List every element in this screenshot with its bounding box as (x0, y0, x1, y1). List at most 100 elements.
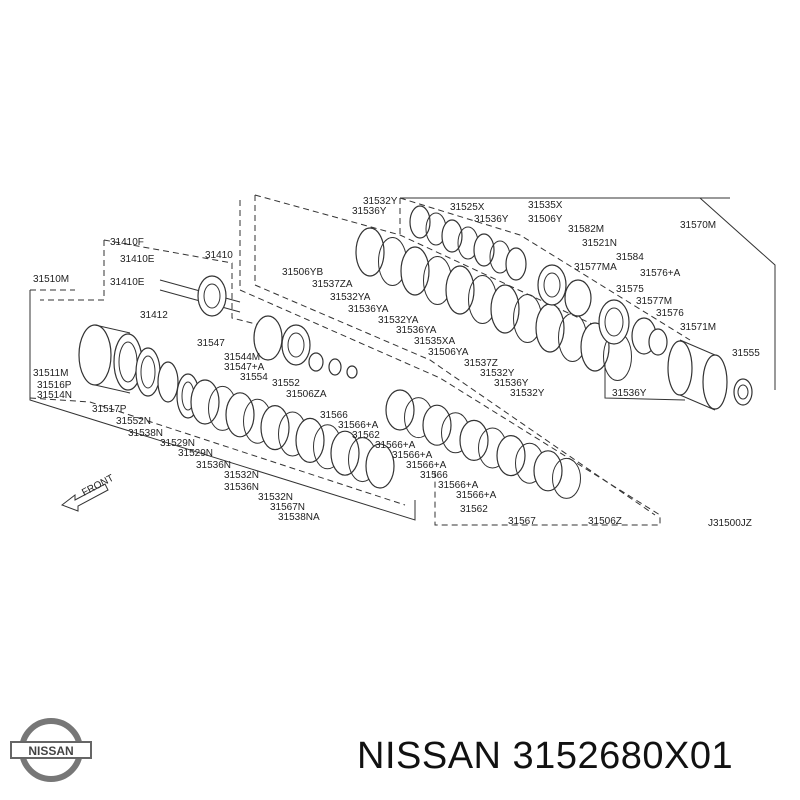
part-label: 31511M (33, 368, 68, 379)
part-label: 31538NA (278, 512, 320, 523)
part-label: 31566 (420, 470, 448, 481)
part-label: 31567 (508, 516, 536, 527)
part-label: 31514N (37, 390, 72, 401)
part-label: 31410E (110, 277, 145, 288)
part-labels: 31510M 31410F 31410E 31410E 31410 31412 31547 3… (33, 196, 760, 527)
part-label: 31571M (680, 322, 716, 333)
part-label: 31532YA (330, 292, 371, 303)
clutch-stack-lower (385, 389, 581, 499)
clutch-stack-upper (355, 227, 632, 381)
part-label: 31552 (272, 378, 300, 389)
part-label: 31517P (92, 404, 127, 415)
part-label: 31536Y (612, 388, 647, 399)
part-label: 31566 (320, 410, 348, 421)
clutch-ring (365, 443, 395, 489)
part-label: 31506YA (428, 347, 469, 358)
part-label: 31410F (110, 237, 144, 248)
clutch-ring (225, 392, 255, 438)
part-label: 31547 (197, 338, 225, 349)
part-label: 31535X (528, 200, 563, 211)
part-label: 31566+A (338, 420, 379, 431)
part-label: 31537Z (464, 358, 498, 369)
clutch-ring (552, 457, 581, 499)
clutch-ring (190, 379, 220, 425)
part-label: 31566+A (406, 460, 447, 471)
part-label: 31529N (160, 438, 195, 449)
nissan-logo-text: NISSAN (28, 744, 73, 758)
caption-part-number: 3152680X01 (512, 735, 734, 777)
part-label: 31536YA (348, 304, 389, 315)
part-label: 31547+A (224, 362, 265, 373)
clutch-ring (260, 405, 290, 451)
part-label: 31576 (656, 308, 684, 319)
clutch-ring (422, 404, 452, 446)
clutch-ring (355, 227, 385, 277)
clutch-ring (490, 284, 520, 334)
clutch-ring (496, 435, 526, 477)
part-label: 31536YA (396, 325, 437, 336)
part-label: 31536Y (494, 378, 529, 389)
part-label: 31506Y (528, 214, 563, 225)
part-label: 31566+A (375, 440, 416, 451)
part-label: 31566+A (456, 490, 497, 501)
clutch-stack-top (409, 205, 527, 281)
part-label: 31575 (616, 284, 644, 295)
part-label: 31536Y (352, 206, 387, 217)
part-label: 31535XA (414, 336, 455, 347)
part-label: 31555 (732, 348, 760, 359)
part-label: 31554 (240, 372, 268, 383)
part-label: 31570M (680, 220, 716, 231)
part-label: 31538N (128, 428, 163, 439)
clutch-ring (473, 233, 495, 267)
part-label: 31536N (196, 460, 231, 471)
part-label: 31506ZA (286, 389, 327, 400)
part-label: 31532N (224, 470, 259, 481)
part-label: 31532Y (363, 196, 398, 207)
part-label: 31566+A (392, 450, 433, 461)
part-label: 31532N (258, 492, 293, 503)
part-label: 31584 (616, 252, 644, 263)
part-label: 31532YA (378, 315, 419, 326)
clutch-ring (533, 450, 563, 492)
clutch-stack-left (190, 379, 395, 489)
part-label: 31577MA (574, 262, 617, 273)
part-label: 31536Y (474, 214, 509, 225)
part-label: 31525X (450, 202, 485, 213)
diagram-linework (29, 194, 776, 526)
part-label: 31544M (224, 352, 260, 363)
diagram-code: J31500JZ (708, 518, 752, 529)
clutch-ring (330, 430, 360, 476)
part-label: 31506YB (282, 267, 323, 278)
part-label: 31562 (460, 504, 488, 515)
nissan-logo: NISSAN (10, 718, 92, 782)
part-label: 31562 (352, 430, 380, 441)
clutch-ring (295, 417, 325, 463)
part-label: 31532Y (510, 388, 545, 399)
part-label: 31566+A (438, 480, 479, 491)
part-label: 31510M (33, 274, 69, 285)
clutch-ring (445, 265, 475, 315)
clutch-ring (441, 219, 463, 253)
part-label: 31516P (37, 380, 72, 391)
part-caption: NISSAN 3152680X01 (357, 735, 733, 778)
part-label: 31537ZA (312, 279, 353, 290)
caption-brand: NISSAN (357, 735, 502, 777)
part-label: 31552N (116, 416, 151, 427)
part-label: 31577M (636, 296, 672, 307)
clutch-ring (409, 205, 431, 239)
clutch-ring (400, 246, 430, 296)
part-label: 31410 (205, 250, 233, 261)
clutch-ring (385, 389, 415, 431)
part-label: 31412 (140, 310, 168, 321)
part-label: 31536N (224, 482, 259, 493)
part-label: 31567N (270, 502, 305, 513)
part-label: 31529N (178, 448, 213, 459)
part-label: 31582M (568, 224, 604, 235)
part-label: 31506Z (588, 516, 622, 527)
part-label: 31576+A (640, 268, 681, 279)
clutch-ring (505, 247, 527, 281)
part-label: 31532Y (480, 368, 515, 379)
part-label: 31410E (120, 254, 155, 265)
clutch-ring (459, 419, 489, 461)
